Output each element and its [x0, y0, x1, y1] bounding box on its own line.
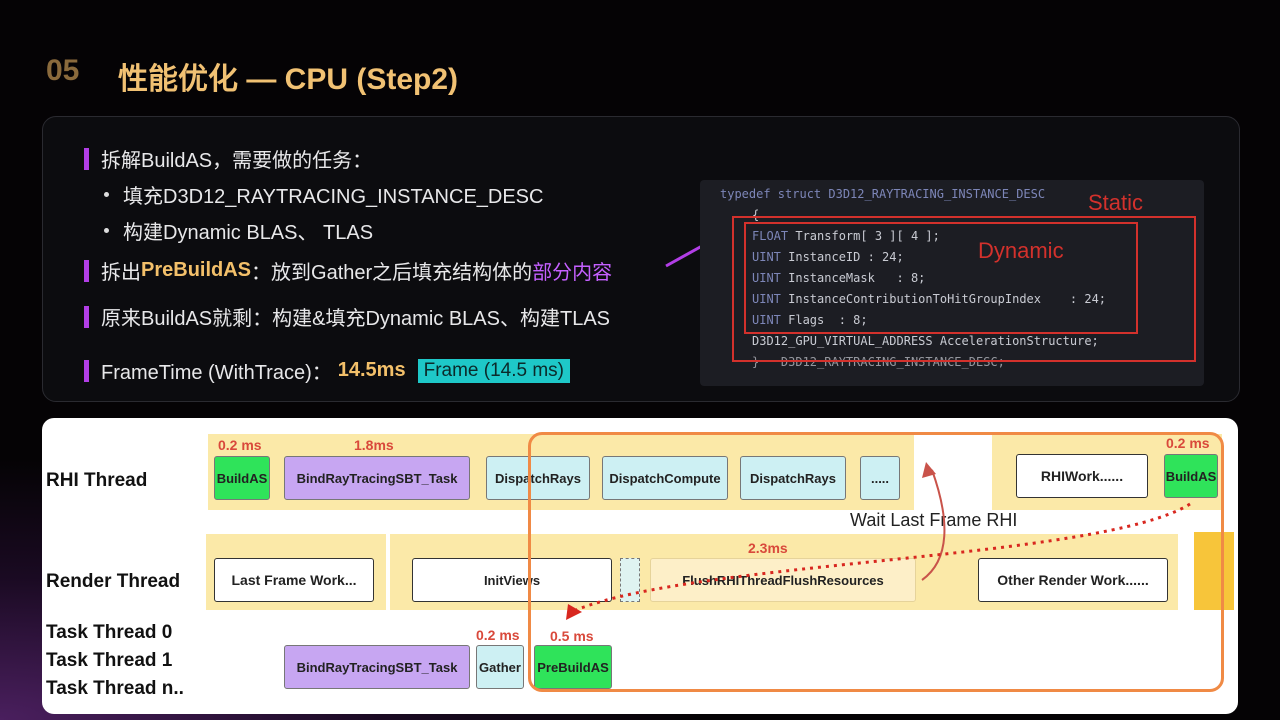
sub-bullet-2-text: 构建Dynamic BLAS、 TLAS	[123, 222, 374, 244]
bullet-2: 拆出 PreBuildAS ：放到Gather之后填充结构体的 部分内容	[84, 256, 612, 285]
task-block-prebuildas[interactable]: PreBuildAS	[534, 645, 612, 689]
task-block-bindsbt[interactable]: BindRayTracingSBT_Task	[284, 645, 470, 689]
render-band-edge	[1194, 532, 1234, 610]
rhi-block-bindsbt[interactable]: BindRayTracingSBT_Task	[284, 456, 470, 500]
code-line-2: {	[752, 208, 760, 222]
code-line-1: typedef struct D3D12_RAYTRACING_INSTANCE…	[720, 187, 1046, 201]
sub-bullet-1-text: 填充D3D12_RAYTRACING_INSTANCE_DESC	[123, 186, 544, 208]
bullet-bar	[84, 305, 89, 328]
code-line-4: UINT InstanceID : 24;	[752, 250, 904, 264]
wait-note: Wait Last Frame RHI	[850, 510, 1018, 530]
wait-arrow	[921, 469, 946, 581]
code-line-6: UINT InstanceContributionToHitGroupIndex…	[752, 292, 1107, 306]
bullet-1-text: 拆解BuildAS，需要做的任务：	[101, 150, 373, 172]
bullet-3-text: 原来BuildAS就剩：构建&填充Dynamic BLAS、构建TLAS	[101, 308, 611, 330]
rhi-block-buildas-2[interactable]: BuildAS	[1164, 454, 1218, 498]
rhi-block-buildas[interactable]: BuildAS	[214, 456, 270, 500]
dynamic-box	[744, 222, 1138, 334]
dependency-arrow	[575, 502, 1191, 612]
timing-buildas-1: 0.2 ms	[218, 437, 262, 453]
frametime-value: 14.5ms	[337, 359, 406, 381]
render-block-lastframe[interactable]: Last Frame Work...	[214, 558, 374, 602]
slide-number: 05	[46, 54, 80, 87]
bullet-bar	[84, 147, 89, 170]
bullet-dot	[104, 228, 109, 233]
dependency-arrow-head	[566, 604, 582, 620]
bullet-2-highlight: PreBuildAS	[141, 259, 252, 281]
slide-title: 性能优化 — CPU (Step2)	[118, 63, 459, 96]
code-line-3: FLOAT Transform[ 3 ][ 4 ];	[752, 229, 940, 243]
bullet-2-end: 部分内容	[532, 262, 613, 284]
dynamic-label: Dynamic	[978, 238, 1064, 263]
static-label: Static	[1088, 190, 1144, 215]
bullet-bar	[84, 259, 89, 282]
code-line-7: UINT Flags : 8;	[752, 313, 868, 327]
wait-arrow-head	[922, 462, 936, 478]
bullet-2-pre: 拆出	[101, 262, 141, 284]
render-gap-block	[620, 558, 640, 602]
sub-bullet-2: 构建Dynamic BLAS、 TLAS	[104, 216, 373, 245]
rhi-block-dispatchrays-1[interactable]: DispatchRays	[486, 456, 590, 500]
rhi-block-rhiwork[interactable]: RHIWork......	[1016, 454, 1148, 498]
bullet-3: 原来BuildAS就剩：构建&填充Dynamic BLAS、构建TLAS	[84, 302, 610, 331]
frame-highlight-box	[528, 432, 1224, 692]
bullet-2-mid: ：放到Gather之后填充结构体的	[251, 262, 533, 284]
timing-flush: 2.3ms	[748, 540, 788, 556]
row-label-task0: Task Thread 0	[46, 622, 173, 643]
bullet-bar	[84, 359, 89, 382]
rhi-block-more[interactable]: .....	[860, 456, 900, 500]
timing-bindsbt: 1.8ms	[354, 437, 394, 453]
bullet-4: FrameTime (WithTrace)： 14.5ms Frame (14.…	[84, 356, 571, 385]
bullet-1: 拆解BuildAS，需要做的任务：	[84, 144, 372, 173]
sub-bullet-1: 填充D3D12_RAYTRACING_INSTANCE_DESC	[104, 180, 543, 209]
rhi-block-dispatchrays-2[interactable]: DispatchRays	[740, 456, 846, 500]
code-line-5: UINT InstanceMask : 8;	[752, 271, 926, 285]
render-block-other[interactable]: Other Render Work......	[978, 558, 1168, 602]
frame-badge: Frame (14.5 ms)	[417, 358, 571, 383]
rhi-block-dispatchcompute[interactable]: DispatchCompute	[602, 456, 728, 500]
row-label-rhi: RHI Thread	[46, 470, 148, 491]
timing-prebuildas: 0.5 ms	[550, 628, 594, 644]
render-block-initviews[interactable]: InitViews	[412, 558, 612, 602]
code-block: typedef struct D3D12_RAYTRACING_INSTANCE…	[700, 180, 1204, 386]
code-line-8: D3D12_GPU_VIRTUAL_ADDRESS AccelerationSt…	[752, 334, 1099, 348]
row-label-taskn: Task Thread n..	[46, 678, 184, 699]
task-block-gather[interactable]: Gather	[476, 645, 524, 689]
static-box	[732, 216, 1196, 362]
timing-buildas-2: 0.2 ms	[1166, 435, 1210, 451]
bullet-dot	[104, 192, 109, 197]
code-line-9: } D3D12_RAYTRACING_INSTANCE_DESC;	[752, 355, 1005, 369]
row-label-task1: Task Thread 1	[46, 650, 173, 671]
frametime-label: FrameTime (WithTrace)：	[101, 362, 332, 384]
timing-gather: 0.2 ms	[476, 627, 520, 643]
row-label-render: Render Thread	[46, 571, 181, 592]
